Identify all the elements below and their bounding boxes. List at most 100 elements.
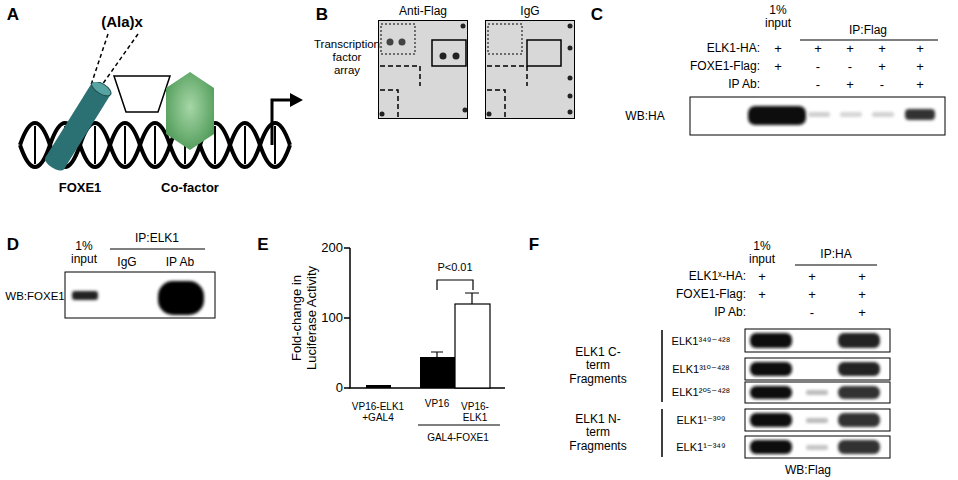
array-image (485, 20, 575, 119)
lane-mark: - (810, 306, 814, 321)
array-panel: Anti-Flag (378, 2, 468, 119)
lane-label: 1% input (69, 240, 99, 267)
lane-mark: - (816, 60, 820, 75)
significance-bracket (437, 280, 473, 290)
array-image (381, 24, 415, 54)
array-image (453, 53, 460, 60)
bar-label: VP16-ELK1 +GAL4 (349, 401, 407, 423)
bar (420, 357, 455, 388)
lane-mark: + (858, 270, 866, 285)
axis-tick: 0 (336, 381, 343, 396)
array-image (440, 53, 447, 60)
cylinder-top (89, 82, 113, 99)
node-label: Anti-Flag (378, 2, 468, 20)
array-image (378, 20, 468, 119)
array-image (568, 110, 573, 115)
array-image (487, 112, 492, 117)
lane-mark: - (816, 78, 820, 93)
ip-underline (800, 39, 938, 40)
western-blot (750, 386, 792, 399)
lane-mark: + (758, 270, 766, 285)
western-blot (158, 281, 204, 315)
row-label: FOXE1-Flag: (676, 288, 746, 301)
western-blot (750, 333, 792, 348)
error-bar (431, 293, 479, 357)
node-label: FOXE1 (40, 180, 120, 195)
fragment-label: ELK1¹⁻³⁰⁹ (676, 414, 725, 426)
chart-axes (344, 248, 350, 388)
row-label: IP Ab: (728, 78, 760, 91)
blot-label: WB:Flag (785, 464, 831, 477)
array-image (568, 76, 573, 81)
chart-axes (350, 248, 505, 388)
western-blot (838, 333, 880, 348)
transcription-arrow (290, 93, 303, 107)
lane-mark: - (880, 78, 884, 93)
significance-label: P<0.01 (437, 261, 472, 273)
fragment-label: ELK1³¹⁰⁻⁴²⁸ (672, 363, 729, 375)
ip-label: IP:Flag (849, 24, 887, 37)
hexagon-shape (166, 72, 214, 150)
western-blot (748, 106, 806, 125)
protein-cylinder-outline (40, 82, 120, 197)
panel-letter: C (591, 5, 603, 24)
group-label: ELK1 N-term Fragments (567, 413, 629, 453)
lane-mark: - (848, 60, 852, 75)
western-blot (690, 97, 945, 135)
transcription-arrow (272, 100, 292, 145)
array-image (461, 24, 466, 29)
western-blot (806, 418, 828, 423)
western-blot (72, 291, 98, 300)
lane-mark: + (858, 306, 866, 321)
array-image (568, 94, 573, 99)
cofactor-hexagon: Co-factor (152, 68, 228, 197)
western-blot (745, 329, 890, 352)
binding-site (114, 76, 170, 112)
axis-title: Fold-change in Luciferase Activity (290, 259, 319, 377)
error-bar (431, 293, 479, 357)
western-blot (745, 358, 890, 380)
lane-label: IP Ab (166, 256, 194, 269)
array-image (432, 40, 466, 66)
panel-letter: D (7, 235, 19, 254)
western-blot (838, 440, 880, 454)
array-label: Transcription factor array (311, 38, 383, 77)
western-blot (806, 390, 828, 395)
array-image (387, 39, 394, 46)
western-blot (65, 272, 215, 318)
western-blot (838, 362, 880, 376)
lane-mark: + (916, 42, 924, 57)
group-underline (418, 424, 500, 425)
bar (455, 304, 490, 388)
fragment-label: ELK1²⁰⁵⁻⁴²⁸ (672, 386, 730, 398)
array-image (399, 39, 406, 46)
cofactor-hexagon-outline (152, 68, 228, 197)
node-label: IgG (485, 2, 575, 20)
array-panel: IgG (485, 2, 575, 119)
fragment-label: ELK1³⁴⁹⁻⁴²⁸ (672, 335, 731, 347)
axis-tick: 200 (321, 241, 343, 256)
ip-underline (110, 248, 205, 249)
western-blot (745, 329, 890, 458)
western-blot (840, 112, 862, 117)
lane-mark: + (846, 78, 854, 93)
array-image (487, 66, 527, 117)
row-label: ELK1-HA: (707, 42, 760, 55)
lane-label: IgG (117, 256, 136, 269)
fragment-label: ELK1¹⁻³⁴⁹ (676, 441, 725, 453)
ip-label: IP:HA (820, 248, 851, 261)
lane-mark: + (774, 60, 782, 75)
node-label: Co-factor (152, 180, 228, 195)
row-label: ELK1ˣ-HA: (689, 270, 746, 283)
lane-mark: + (808, 288, 816, 303)
ip-label: IP:ELK1 (135, 232, 179, 245)
western-blot (690, 97, 945, 135)
array-image (380, 112, 385, 117)
array-image (568, 24, 573, 29)
residue-label: (Ala)x (101, 14, 143, 31)
cylinder-shape (43, 82, 114, 173)
array-frame (378, 20, 468, 119)
